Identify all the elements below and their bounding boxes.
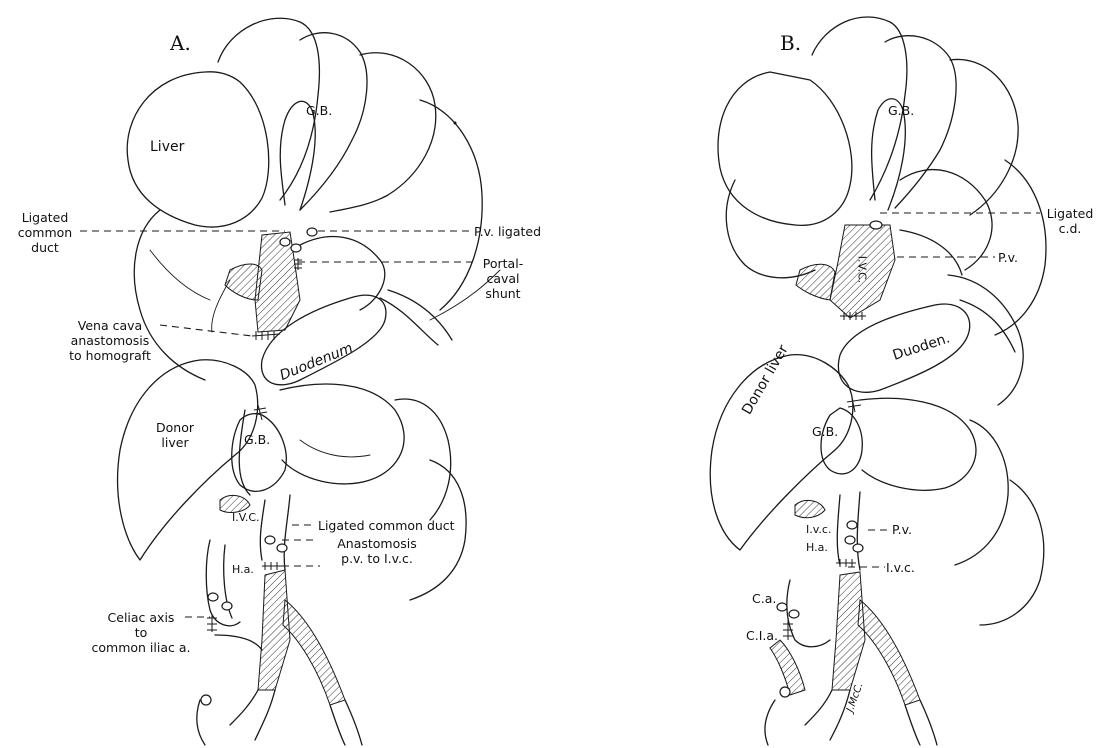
panel-a-vena-cava-anastomosis-label: Vena cava anastomosis to homograft <box>60 318 160 363</box>
panel-a-sutures-vena-cava <box>252 331 280 340</box>
panel-b-ligated-cd-label: Ligated c.d. <box>1040 206 1100 236</box>
panel-a-letter: A. <box>170 36 191 51</box>
panel-a-anastomosis-pv-ivc-label: Anastomosis p.v. to I.v.c. <box>318 536 436 566</box>
panel-b-ivc-right-label: I.v.c. <box>886 560 915 575</box>
panel-b-gb-lower-label: G.B. <box>812 424 838 439</box>
panel-b-pv-lower-label: P.v. <box>892 522 912 537</box>
panel-a-portal-caval-shunt-label: Portal- caval shunt <box>470 256 536 301</box>
panel-a-liver-label: Liver <box>150 140 184 155</box>
panel-a-ha-label: H.a. <box>232 562 254 577</box>
panel-b-pv-upper-label: P.v. <box>998 250 1018 265</box>
panel-b-ivc-lower-label: I.v.c. <box>806 522 831 537</box>
panel-b-donor-liver <box>710 355 853 550</box>
panel-b-liver-right-lobe <box>950 59 1018 215</box>
panel-b-ha-label: H.a. <box>806 540 828 555</box>
panel-a-celiac-axis-label: Celiac axis to common iliac a. <box>86 610 196 655</box>
panel-a-ligated-common-duct-label: Ligated common duct <box>12 210 78 255</box>
panel-a-liver-gb-lobe <box>300 33 367 210</box>
panel-a-portal-caval-region <box>300 237 385 310</box>
panel-b-liver-gb-lobe <box>885 36 956 208</box>
panel-a-donor-liver <box>118 360 258 560</box>
panel-a-sutures-shunt <box>294 258 302 270</box>
panel-a-liver-left-lobe <box>127 72 269 227</box>
panel-a-lower-vessels <box>260 495 290 570</box>
panel-b-aorta <box>832 572 865 690</box>
panel-a-ivc-label: I.V.C. <box>232 510 260 525</box>
panel-a-donor-liver-label: Donor liver <box>150 420 200 450</box>
panel-a-liver-right-lobe <box>330 53 436 212</box>
panel-b-ivc-hatched-label: I.V.C. <box>854 256 869 284</box>
panel-a-aorta <box>258 570 290 690</box>
panel-a-ligated-common-duct-lower-label: Ligated common duct <box>318 518 455 533</box>
panel-b-gb-upper-label: G.B. <box>888 103 914 118</box>
panel-b-liver-left-lobe <box>718 72 852 225</box>
panel-b-cia-label: C.I.a. <box>746 628 778 643</box>
panel-b-gallbladder-lower <box>821 408 862 474</box>
panel-b-ca-label: C.a. <box>752 591 776 606</box>
panel-a-gb-upper-label: G.B. <box>306 103 332 118</box>
panel-a-gb-lower-label: G.B. <box>244 432 270 447</box>
panel-b-letter: B. <box>780 36 801 51</box>
panel-a-pv-ligated-label: P.v. ligated <box>474 224 541 239</box>
